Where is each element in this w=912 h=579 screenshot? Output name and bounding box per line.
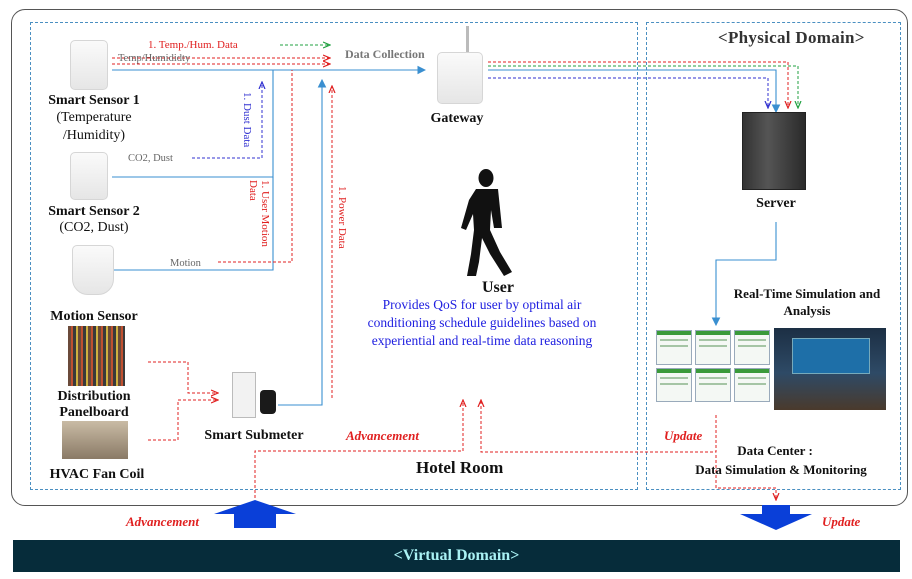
monitor-screen bbox=[656, 367, 692, 402]
outer-frame bbox=[11, 9, 908, 506]
panelboard-line2: Panelboard bbox=[59, 405, 129, 420]
smart-sensor-1-title: Smart Sensor 1 bbox=[48, 93, 140, 108]
temp-humidity-label: Temp/Humididty bbox=[118, 53, 191, 64]
data-collection-label: Data Collection bbox=[345, 47, 425, 61]
gateway-image bbox=[437, 52, 483, 104]
monitoring-screens bbox=[656, 330, 770, 402]
green-data-flows bbox=[280, 45, 798, 108]
motion-sensor-title: Motion Sensor bbox=[50, 309, 138, 324]
monitor-screen bbox=[734, 367, 770, 402]
dust-data-label: 1. Dust Data bbox=[241, 92, 253, 148]
server-image bbox=[742, 112, 806, 190]
user-description: Provides QoS for user by optimal air con… bbox=[367, 297, 597, 348]
hotel-room-domain-box bbox=[30, 22, 638, 490]
virtual-domain-bar: <Virtual Domain> bbox=[13, 540, 900, 572]
smart-sensor-2-image bbox=[70, 152, 108, 200]
analysis-line1: Real-Time Simulation and bbox=[733, 286, 881, 301]
gateway-antenna bbox=[466, 26, 469, 56]
smart-sensor-1-sub1: (Temperature bbox=[56, 110, 132, 125]
smart-sensor-1-sub2: /Humidity) bbox=[62, 128, 126, 143]
motion-sensor-image bbox=[72, 245, 114, 295]
hotel-room-title: Hotel Room bbox=[416, 458, 504, 477]
smart-sensor-2-sub: (CO2, Dust) bbox=[59, 220, 129, 235]
user-silhouette-icon bbox=[461, 169, 512, 276]
sensor-wiring bbox=[112, 65, 781, 406]
update-down-arrow bbox=[740, 505, 812, 530]
data-center-display bbox=[792, 338, 870, 374]
data-center-photo bbox=[774, 328, 886, 410]
update-inner-label: Update bbox=[664, 428, 703, 443]
analysis-line2: Analysis bbox=[783, 303, 831, 318]
monitor-screen bbox=[695, 367, 731, 402]
advancement-inner-label: Advancement bbox=[346, 428, 419, 443]
smart-sensor-2-title: Smart Sensor 2 bbox=[48, 204, 140, 219]
server-title: Server bbox=[756, 196, 796, 211]
monitor-screen bbox=[734, 330, 770, 365]
update-outer-label: Update bbox=[822, 514, 861, 529]
user-title: User bbox=[482, 279, 514, 296]
hvac-title: HVAC Fan Coil bbox=[49, 467, 145, 482]
panelboard-line1: Distribution bbox=[57, 389, 131, 404]
smart-submeter-title: Smart Submeter bbox=[204, 428, 304, 443]
gateway-title: Gateway bbox=[430, 111, 484, 126]
physical-domain-box bbox=[646, 22, 901, 490]
physical-domain-title: <Physical Domain> bbox=[718, 28, 865, 47]
data-center-line1: Data Center : bbox=[737, 443, 813, 458]
monitor-screen bbox=[695, 330, 731, 365]
motion-label: Motion bbox=[170, 258, 201, 269]
data-center-line2: Data Simulation & Monitoring bbox=[695, 462, 867, 477]
user-motion-data-label: 1. User Motion Data bbox=[247, 180, 271, 247]
co2-dust-label: CO2, Dust bbox=[128, 153, 173, 164]
advancement-up-arrow bbox=[214, 500, 296, 528]
panelboard-image bbox=[68, 326, 125, 386]
advancement-outer-label: Advancement bbox=[126, 514, 199, 529]
red-data-flows bbox=[112, 58, 788, 500]
blue-data-flows bbox=[192, 77, 768, 159]
power-data-label: 1. Power Data bbox=[336, 186, 348, 249]
monitor-screen bbox=[656, 330, 692, 365]
temp-hum-data-label: 1. Temp./Hum. Data bbox=[148, 39, 238, 51]
smart-submeter-image bbox=[232, 372, 256, 418]
hvac-fan-coil-image bbox=[62, 421, 128, 459]
smart-sensor-1-image bbox=[70, 40, 108, 90]
current-sensor-clamp-image bbox=[260, 390, 276, 414]
